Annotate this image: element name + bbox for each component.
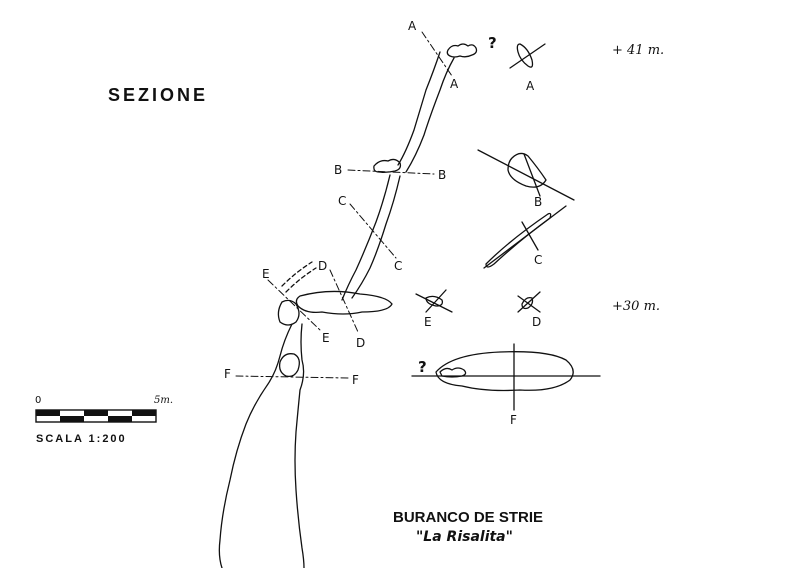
section-letter-c-bottom: C <box>394 259 403 273</box>
b-ledge-boulders <box>373 158 402 173</box>
elevation-middle: +30 m. <box>612 299 661 314</box>
section-letter-e-bottom: E <box>322 331 330 345</box>
scale-bar <box>35 409 157 423</box>
section-letter-b-right: B <box>438 168 447 182</box>
scale-end-label: 5m. <box>154 395 174 406</box>
cross-section-c-axis <box>483 205 567 269</box>
section-letter-f-right: F <box>352 373 359 387</box>
chimney-right-wall <box>405 57 455 173</box>
lower-shaft-right <box>294 323 305 569</box>
section-letter-c-top: C <box>338 194 347 208</box>
chamber-outline <box>295 290 393 315</box>
cross-section-letter-d: D <box>532 315 542 329</box>
cross-section-a-axis <box>509 43 546 69</box>
cross-section-d-axis <box>517 295 541 313</box>
cross-section-d-axis-2 <box>517 291 541 313</box>
cave-subtitle: "La Risalita" <box>416 529 513 545</box>
section-line-c <box>349 203 397 259</box>
cross-section-a <box>516 43 534 68</box>
section-line-d <box>329 269 359 333</box>
elevation-top: + 41 m. <box>612 43 665 58</box>
f-boulder <box>278 353 300 378</box>
section-line-a <box>421 31 453 77</box>
cross-section-f <box>435 351 574 392</box>
section-letter-d-bottom: D <box>356 336 366 350</box>
section-letter-e-top: E <box>262 267 270 281</box>
left-blob <box>277 299 300 326</box>
e-side-passage <box>281 261 313 287</box>
section-letter-f-left: F <box>224 367 231 381</box>
unknown-mark-plan: ? <box>418 358 427 376</box>
scale-start-label: 0 <box>35 395 42 406</box>
cross-section-e-axis-2 <box>425 289 447 313</box>
cross-section-letter-f: F <box>510 413 517 427</box>
cross-section-letter-e: E <box>424 315 432 329</box>
section-title: SEZIONE <box>108 85 209 105</box>
cross-section-b-axis <box>477 149 575 201</box>
chimney-lower-right-wall <box>351 175 401 299</box>
section-line-f <box>235 375 349 379</box>
e-side-passage-2 <box>285 267 317 293</box>
chimney-lower-left-wall <box>341 174 391 301</box>
section-letter-a-top: A <box>408 19 417 33</box>
cross-section-letter-b: B <box>534 195 543 209</box>
cross-section-letter-a: A <box>526 79 535 93</box>
cave-name: BURANCO DE STRIE <box>393 509 544 526</box>
cross-section-e <box>425 295 444 307</box>
cross-section-letter-c: C <box>534 253 543 267</box>
cross-section-b <box>507 152 547 188</box>
cross-section-f-boulders <box>439 367 467 378</box>
cross-section-b-axis-2 <box>523 153 541 197</box>
section-letter-a-bottom: A <box>450 77 459 91</box>
scale-label: SCALA 1:200 <box>36 433 127 445</box>
top-boulders <box>446 43 478 58</box>
chimney-left-wall <box>397 51 441 166</box>
cross-section-d <box>521 296 534 310</box>
cross-section-c-axis-2 <box>521 221 539 251</box>
section-letter-b-left: B <box>334 163 343 177</box>
section-letter-d-top: D <box>318 259 328 273</box>
section-line-e <box>267 279 321 331</box>
lower-shaft-left <box>218 323 293 569</box>
section-line-b <box>347 169 435 175</box>
unknown-mark-top: ? <box>488 34 497 52</box>
